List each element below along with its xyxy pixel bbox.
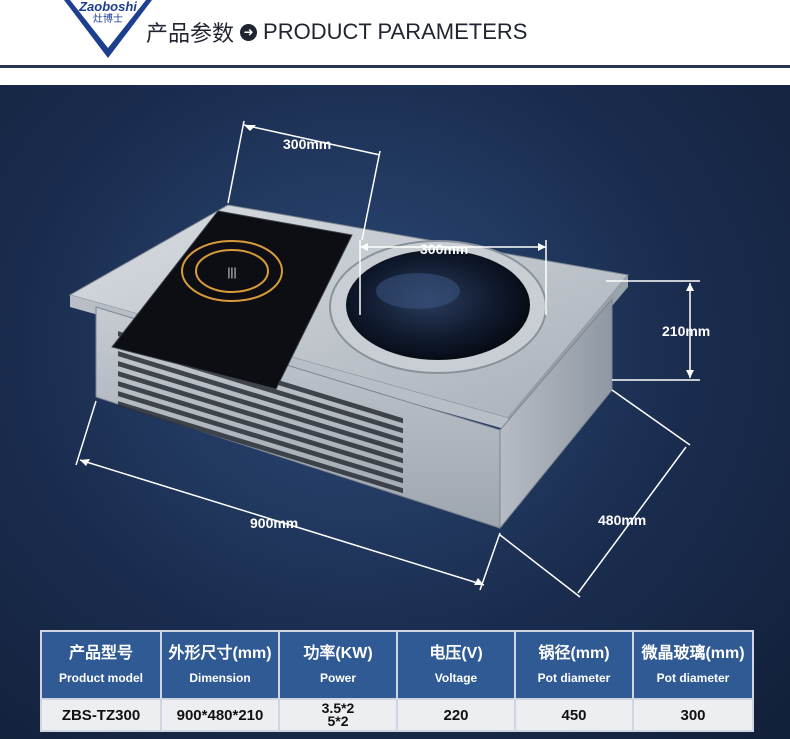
induction-coil (181, 240, 283, 302)
arrow-right-icon: ➜ (240, 23, 258, 41)
header-voltage: 电压(V)Voltage (396, 630, 516, 700)
header-divider (0, 65, 790, 68)
dim-top-width: 300mm (283, 136, 332, 152)
page-title: 产品参数 ➜ PRODUCT PARAMETERS (146, 16, 527, 48)
product-illustration: ||| (68, 120, 700, 598)
dim-depth: 480mm (598, 512, 647, 528)
header-dimension: 外形尺寸(mm)Dimension (160, 630, 280, 700)
dim-height: 210mm (662, 323, 711, 339)
product-panel: ||| (0, 85, 790, 739)
cell-voltage: 220 (396, 698, 516, 732)
svg-text:|||: ||| (227, 265, 236, 279)
cell-glass: 300 (632, 698, 754, 732)
cell-dimension: 900*480*210 (160, 698, 280, 732)
title-cn: 产品参数 (146, 21, 235, 46)
dim-wok-diameter: 300mm (420, 241, 469, 257)
logo-subtext: 灶博士 (93, 14, 123, 25)
header-glass: 微晶玻璃(mm)Pot diameter (632, 630, 754, 700)
header-pot-diameter: 锅径(mm)Pot diameter (514, 630, 634, 700)
dim-length: 900mm (250, 515, 299, 531)
header-power: 功率(KW)Power (278, 630, 398, 700)
cell-model: ZBS-TZ300 (40, 698, 162, 732)
cell-pot: 450 (514, 698, 634, 732)
page-header: Zaoboshi 灶博士 产品参数 ➜ PRODUCT PARAMETERS (0, 0, 790, 68)
title-en: PRODUCT PARAMETERS (263, 19, 528, 44)
logo-text: Zaoboshi (79, 0, 137, 14)
logo-badge (64, 0, 152, 58)
